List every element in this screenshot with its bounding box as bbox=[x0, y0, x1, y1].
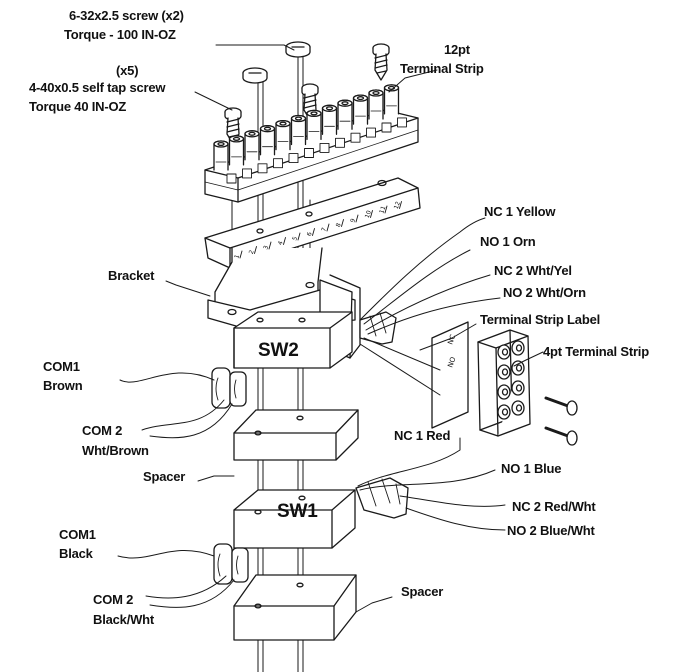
screw-4pt-lower bbox=[544, 426, 578, 446]
sw1-side-terminals bbox=[355, 477, 409, 519]
terminal-post bbox=[306, 109, 330, 153]
scale-tick: 1 bbox=[233, 250, 243, 260]
screw-count-label: (x5) bbox=[116, 63, 139, 78]
no1-orn-label: NO 1 Orn bbox=[480, 234, 536, 249]
terminal-4pt-post bbox=[497, 364, 511, 380]
com2-black-wht-label-b: Black/Wht bbox=[93, 612, 155, 627]
torque-40-label: Torque 40 IN-OZ bbox=[29, 99, 127, 114]
nc1-red-label: NC 1 Red bbox=[394, 428, 451, 443]
terminal-post bbox=[321, 104, 345, 148]
sw1-com-terminals bbox=[213, 543, 249, 585]
scale-tick: 3 bbox=[262, 241, 272, 251]
self-tap-screw-2 bbox=[301, 83, 319, 121]
no1-blue-label: NO 1 Blue bbox=[501, 461, 562, 476]
scale-tick: 2 bbox=[248, 246, 257, 255]
scale-number: 10 bbox=[364, 209, 373, 219]
terminal-4pt-post bbox=[511, 360, 525, 376]
terminal-post bbox=[244, 130, 268, 174]
terminal-strip-label-plate: NC NO bbox=[431, 321, 469, 429]
scale-number: 3 bbox=[262, 245, 270, 251]
spacer-top bbox=[233, 409, 359, 461]
terminal-post bbox=[228, 135, 252, 179]
com1-black-label-b: Black bbox=[59, 546, 93, 561]
scale-number: 7 bbox=[320, 227, 328, 233]
scale-tick: 8 bbox=[335, 219, 344, 228]
strip4-label: 4pt Terminal Strip bbox=[543, 344, 649, 359]
scale-number: 1 bbox=[233, 254, 241, 260]
nc2-wht-yel-label: NC 2 Wht/Yel bbox=[494, 263, 572, 278]
terminal-post bbox=[259, 125, 283, 169]
long-screw-left bbox=[242, 67, 268, 84]
com2-black-wht-label-a: COM 2 bbox=[93, 592, 134, 607]
sw1-label: SW1 bbox=[277, 501, 318, 522]
terminal-post bbox=[275, 119, 299, 164]
nc1-yellow-label: NC 1 Yellow bbox=[484, 204, 556, 219]
leader-lines bbox=[165, 44, 544, 613]
terminal-post bbox=[368, 89, 392, 133]
sw2-label: SW2 bbox=[258, 340, 299, 361]
screw-4pt-upper bbox=[544, 396, 578, 416]
scale-tick: 4 bbox=[277, 237, 286, 246]
terminal-4pt-post bbox=[511, 380, 525, 396]
scale-tick: 6 bbox=[306, 228, 315, 237]
com1-black-label-a: COM1 bbox=[59, 527, 96, 542]
scale-tick: 7 bbox=[320, 223, 330, 233]
scale-tick: 9 bbox=[349, 214, 359, 224]
strip12-label-line1: 12pt bbox=[444, 42, 470, 57]
scale-number: 8 bbox=[335, 222, 343, 228]
scale-number: 6 bbox=[306, 231, 314, 237]
terminal-4pt-posts bbox=[497, 340, 525, 420]
scale-number: 11 bbox=[378, 205, 387, 215]
spacer-bottom bbox=[233, 574, 357, 641]
terminal-strip-label-text: Terminal Strip Label bbox=[480, 312, 601, 327]
scale-tick: 12 bbox=[393, 200, 402, 210]
svg-text:NC: NC bbox=[446, 333, 457, 345]
spacer-top-label: Spacer bbox=[143, 469, 186, 484]
terminal-post bbox=[290, 114, 314, 158]
svg-text:NO: NO bbox=[446, 355, 457, 368]
com1-brown-label-a: COM1 bbox=[43, 359, 80, 374]
terminal-post bbox=[352, 94, 376, 138]
scale-number: 4 bbox=[277, 240, 285, 246]
self-tap-screw-3 bbox=[372, 43, 390, 81]
scale-tick: 5 bbox=[291, 232, 301, 242]
long-screw-right bbox=[285, 41, 311, 58]
com2-wht-brown-label-b: Wht/Brown bbox=[82, 443, 149, 458]
no2-wht-orn-label: NO 2 Wht/Orn bbox=[503, 285, 586, 300]
scale-number: 2 bbox=[248, 249, 256, 255]
no2-blue-wht-label: NO 2 Blue/Wht bbox=[507, 523, 595, 538]
strip12-label-line2: Terminal Strip bbox=[400, 61, 484, 76]
wires bbox=[117, 217, 506, 608]
terminal-4pt-post bbox=[511, 340, 525, 356]
scale-number: 5 bbox=[291, 236, 299, 242]
terminal-post bbox=[213, 140, 237, 184]
switch-sw2-body bbox=[233, 311, 353, 369]
com2-wht-brown-label-a: COM 2 bbox=[82, 423, 123, 438]
scale-number: 9 bbox=[349, 218, 357, 224]
terminal-post bbox=[337, 99, 361, 143]
bracket-label: Bracket bbox=[108, 268, 155, 283]
terminal-4pt-post bbox=[497, 344, 511, 360]
terminal-posts bbox=[213, 84, 407, 184]
scale-number: 12 bbox=[393, 200, 402, 210]
nc2-red-wht-label: NC 2 Red/Wht bbox=[512, 499, 596, 514]
torque-100-label: Torque - 100 IN-OZ bbox=[64, 27, 176, 42]
terminal-4pt-post bbox=[511, 400, 525, 416]
spacer-bottom-label: Spacer bbox=[401, 584, 444, 599]
sw2-com-terminals bbox=[211, 367, 247, 409]
scale-tick: 11 bbox=[378, 205, 387, 215]
terminal-4pt-post bbox=[497, 384, 511, 400]
screw-440-label: 4-40x0.5 self tap screw bbox=[29, 80, 166, 95]
switch-sw1-body bbox=[233, 489, 356, 549]
com1-brown-label-b: Brown bbox=[43, 378, 83, 393]
scale-tick: 10 bbox=[364, 209, 373, 219]
screw-632-label: 6-32x2.5 screw (x2) bbox=[69, 8, 184, 23]
terminal-4pt-post bbox=[497, 404, 511, 420]
